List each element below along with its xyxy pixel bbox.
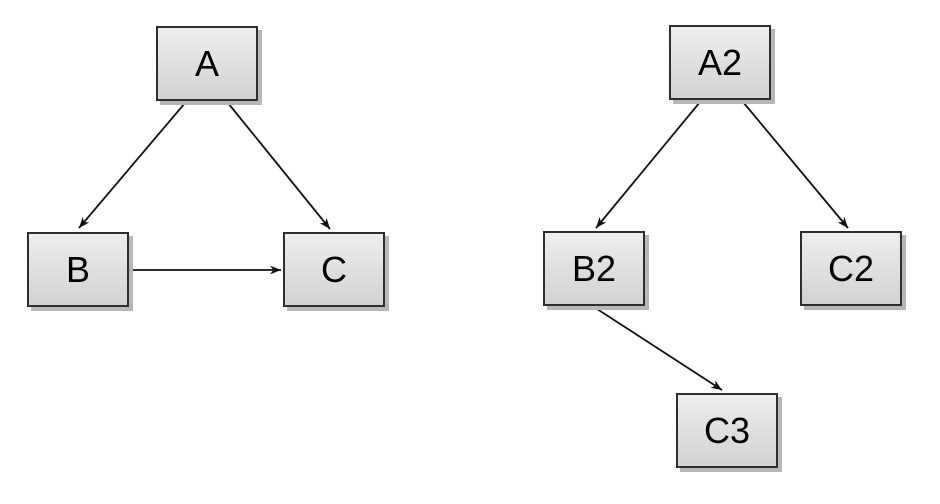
node-label: B [65, 248, 90, 290]
node-c[interactable]: C [283, 232, 385, 307]
node-label: C3 [703, 409, 751, 451]
node-a[interactable]: A [156, 26, 258, 101]
edge-b2-c3[interactable] [593, 306, 723, 391]
node-b2[interactable]: B2 [543, 231, 645, 306]
node-label: C [321, 248, 347, 290]
node-label: A2 [697, 41, 743, 83]
node-c2[interactable]: C2 [800, 231, 902, 306]
edge-a-c[interactable] [227, 102, 331, 230]
node-label: A [194, 42, 219, 84]
node-label: C2 [827, 247, 875, 289]
edge-a2-c2[interactable] [742, 101, 849, 229]
node-a2[interactable]: A2 [669, 25, 771, 100]
edge-a2-b2[interactable] [595, 101, 701, 229]
edge-a-b[interactable] [78, 102, 186, 229]
node-c3[interactable]: C3 [676, 393, 778, 468]
node-label: B2 [571, 247, 617, 289]
node-b[interactable]: B [27, 232, 129, 307]
